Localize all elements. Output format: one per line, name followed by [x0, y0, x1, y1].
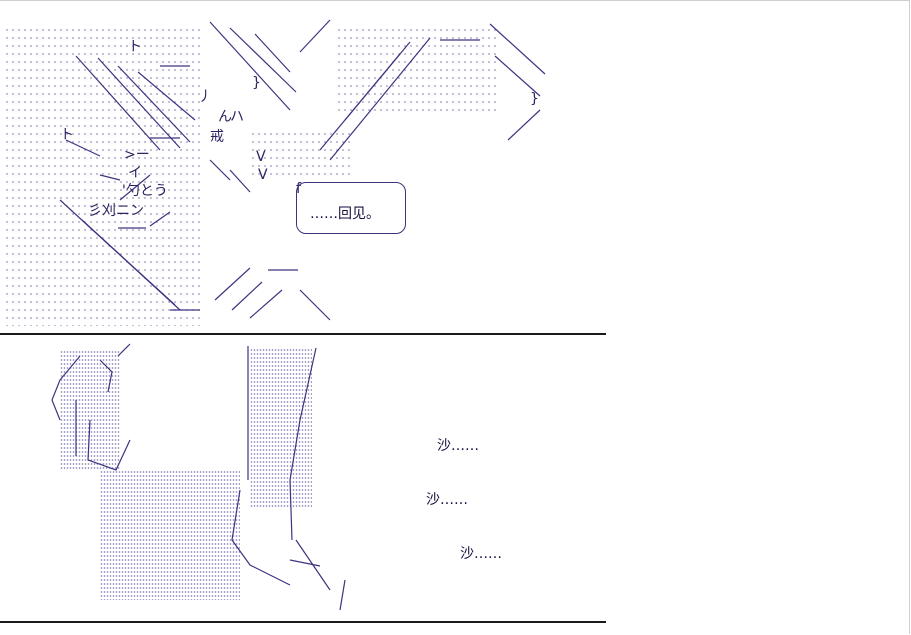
speech-bubble [296, 182, 406, 234]
dot-field-bottom-2 [100, 470, 240, 600]
glyph-to-2: ト [60, 127, 74, 143]
panel-divider-top [0, 333, 606, 335]
glyph-arrow: >ー [124, 147, 150, 163]
glyph-shi: 彡刈ニン [88, 203, 144, 219]
glyph-brace-2: } [530, 91, 539, 107]
glyph-hi: ハ [230, 109, 244, 125]
glyph-kai: 戒 [210, 129, 224, 145]
glyph-v-2: V [258, 167, 268, 183]
dot-field-bottom-1 [250, 348, 312, 508]
speech-text: ……回见。 [310, 206, 380, 222]
glyph-to-1: ト [128, 39, 142, 55]
sfx-2: 沙…… [426, 492, 468, 508]
panel-divider-bottom [0, 621, 606, 623]
glyph-i: イ [128, 165, 142, 181]
glyph-brace-1: } [252, 75, 261, 91]
glyph-ha: 丿 [198, 89, 212, 105]
glyph-v-1: V [256, 149, 266, 165]
glyph-kutou: '勺とう [122, 183, 168, 199]
sfx-3: 沙…… [460, 546, 502, 562]
sfx-1: 沙…… [437, 438, 479, 454]
dot-field-top-right [336, 26, 496, 116]
glyph-n: ん [218, 109, 232, 125]
